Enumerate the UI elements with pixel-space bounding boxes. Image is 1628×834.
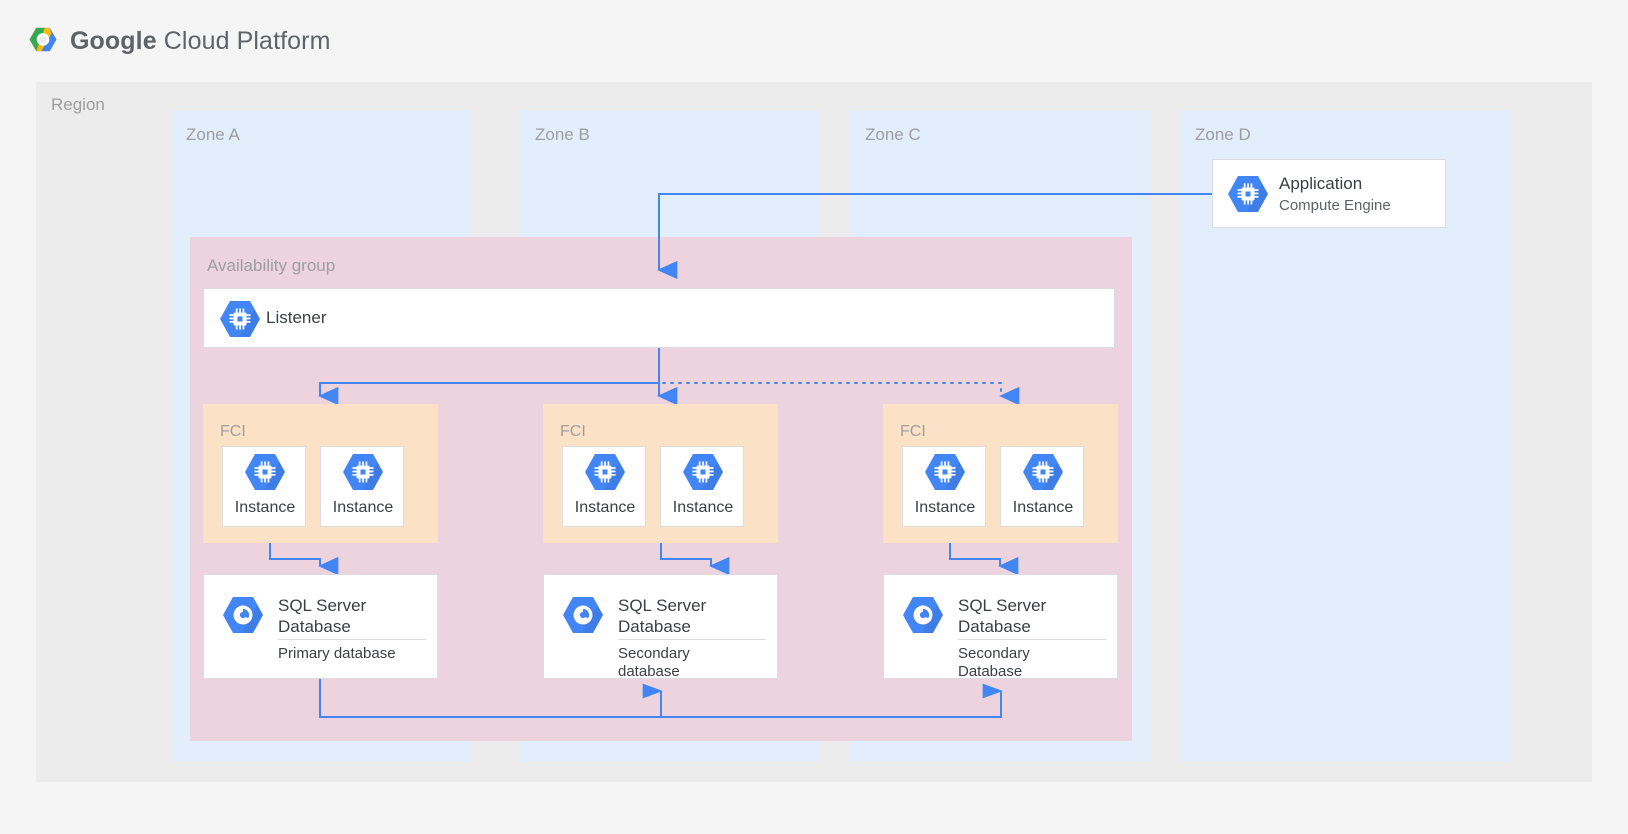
page-header: Google Cloud Platform	[0, 0, 1628, 82]
instance-label: Instance	[234, 499, 296, 516]
compute-engine-hexagon-icon	[245, 454, 285, 490]
instance-card[interactable]: Instance	[562, 446, 646, 527]
compute-engine-hexagon-icon	[585, 454, 625, 490]
brand-google: Google	[70, 27, 157, 55]
brand-wordmark: Google Cloud Platform	[70, 27, 331, 56]
instance-card[interactable]: Instance	[320, 446, 404, 527]
listener-card[interactable]: Listener	[203, 288, 1115, 348]
divider	[958, 639, 1106, 640]
fci-label-0: FCI	[220, 423, 246, 440]
region-label: Region	[51, 95, 105, 114]
zone-label-a: Zone A	[186, 125, 240, 144]
instance-label: Instance	[1012, 499, 1074, 516]
instance-label: Instance	[672, 499, 734, 516]
zone-label-d: Zone D	[1195, 125, 1251, 144]
availability-group-label: Availability group	[207, 256, 336, 275]
google-cloud-hexagon-logo	[29, 27, 57, 52]
application-card[interactable]: Application Compute Engine	[1212, 159, 1446, 228]
compute-engine-hexagon-icon	[925, 454, 965, 490]
instance-label: Instance	[914, 499, 976, 516]
compute-engine-hexagon-icon	[683, 454, 723, 490]
application-title: Application	[1279, 174, 1363, 193]
fci-label-1: FCI	[560, 423, 586, 440]
divider	[278, 639, 426, 640]
fci-label-2: FCI	[900, 423, 926, 440]
instance-card[interactable]: Instance	[660, 446, 744, 527]
brand-cloud-platform: Cloud Platform	[156, 27, 331, 55]
listener-title: Listener	[266, 308, 327, 327]
sql-database-hexagon-icon	[903, 597, 943, 633]
compute-engine-hexagon-icon	[1228, 176, 1268, 212]
compute-engine-hexagon-icon	[343, 454, 383, 490]
zone-label-b: Zone B	[535, 125, 590, 144]
sql-database-role: Primary database	[278, 645, 396, 662]
instance-card[interactable]: Instance	[902, 446, 986, 527]
divider	[618, 639, 766, 640]
sql-database-hexagon-icon	[223, 597, 263, 633]
instance-label: Instance	[574, 499, 636, 516]
compute-engine-hexagon-icon	[1023, 454, 1063, 490]
instance-card[interactable]: Instance	[1000, 446, 1084, 527]
instance-label: Instance	[332, 499, 394, 516]
compute-engine-hexagon-icon	[220, 301, 260, 337]
application-subtitle: Compute Engine	[1279, 197, 1391, 214]
instance-card[interactable]: Instance	[222, 446, 306, 527]
zone-label-c: Zone C	[865, 125, 921, 144]
sql-database-hexagon-icon	[563, 597, 603, 633]
